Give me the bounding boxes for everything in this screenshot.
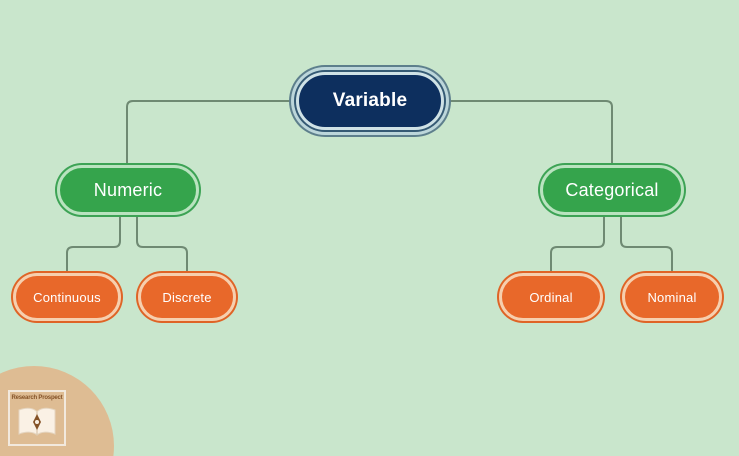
node-categorical-label: Categorical — [565, 179, 659, 200]
node-continuous[interactable]: Continuous — [13, 273, 121, 321]
node-ordinal[interactable]: Ordinal — [499, 273, 603, 321]
node-discrete[interactable]: Discrete — [138, 273, 236, 321]
edge-categorical-ordinal — [550, 214, 605, 274]
node-ordinal-label: Ordinal — [529, 289, 573, 305]
edge-variable-numeric — [126, 100, 297, 166]
node-numeric-label: Numeric — [93, 179, 163, 200]
edge-numeric-discrete — [136, 214, 188, 274]
node-nominal-label: Nominal — [647, 289, 697, 305]
edge-categorical-nominal — [620, 214, 673, 274]
edge-variable-categorical — [443, 100, 613, 166]
node-nominal[interactable]: Nominal — [622, 273, 722, 321]
edge-numeric-continuous — [66, 214, 121, 274]
node-variable[interactable]: Variable — [296, 72, 444, 130]
watermark-logo: Research Prospect — [8, 390, 66, 446]
node-discrete-label: Discrete — [162, 289, 212, 305]
node-variable-label: Variable — [332, 90, 408, 111]
node-continuous-label: Continuous — [33, 289, 101, 305]
open-book-with-pen-icon — [18, 407, 56, 436]
node-categorical[interactable]: Categorical — [540, 165, 684, 215]
node-numeric[interactable]: Numeric — [57, 165, 199, 215]
watermark-brand-label: Research Prospect — [11, 395, 63, 401]
